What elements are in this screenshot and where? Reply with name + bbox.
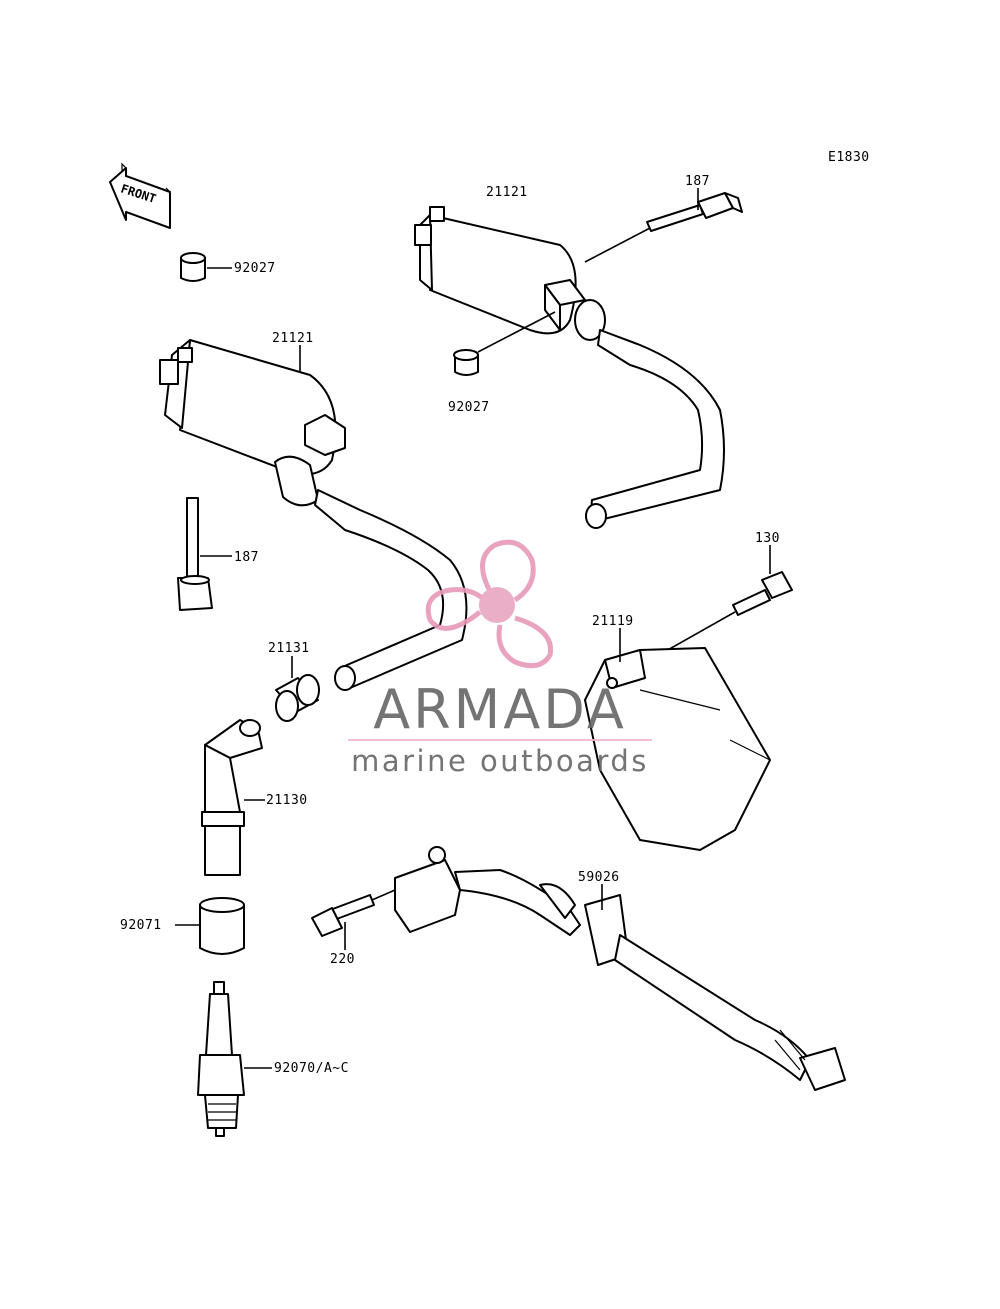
label-collar-left: 92027 bbox=[234, 261, 276, 276]
bolt-pickup bbox=[311, 894, 375, 937]
label-boot: 92071 bbox=[120, 918, 162, 933]
front-arrow-icon: FRONT bbox=[109, 162, 171, 229]
label-clamp: 59026 bbox=[578, 870, 620, 885]
label-coil-top: 21121 bbox=[486, 185, 528, 200]
propeller-icon bbox=[425, 539, 554, 669]
label-igniter: 21119 bbox=[592, 614, 634, 629]
label-bolt-top: 187 bbox=[685, 174, 710, 189]
label-collar-mid: 92027 bbox=[448, 400, 490, 415]
ignition-coil-top bbox=[414, 206, 725, 529]
watermark-subtitle: marine outboards bbox=[351, 744, 649, 778]
label-coil-left: 21121 bbox=[272, 331, 314, 346]
spark-plug bbox=[197, 981, 245, 1137]
label-bolt-pickup: 220 bbox=[330, 952, 355, 967]
label-bolt-left: 187 bbox=[234, 550, 259, 565]
label-spark-plug: 92070/A~C bbox=[274, 1061, 349, 1076]
boot bbox=[199, 897, 245, 955]
label-bolt-igniter: 130 bbox=[755, 531, 780, 546]
pickup-coil-harness bbox=[394, 846, 846, 1091]
armada-logo: ARMADA marine outboards bbox=[348, 539, 652, 778]
collar-mid bbox=[453, 349, 479, 376]
collar-left bbox=[180, 252, 206, 282]
igniter-unit bbox=[584, 647, 771, 851]
bolt-igniter bbox=[732, 571, 793, 616]
bolt-left bbox=[177, 497, 213, 611]
label-seal: 21131 bbox=[268, 641, 310, 656]
diagram-code: E1830 bbox=[828, 150, 870, 165]
plug-cap bbox=[201, 719, 263, 876]
ignition-coil-left bbox=[159, 339, 468, 691]
seal bbox=[275, 674, 320, 722]
bolt-top bbox=[646, 192, 743, 232]
watermark-title: ARMADA bbox=[373, 678, 627, 741]
label-plug-cap: 21130 bbox=[266, 793, 308, 808]
